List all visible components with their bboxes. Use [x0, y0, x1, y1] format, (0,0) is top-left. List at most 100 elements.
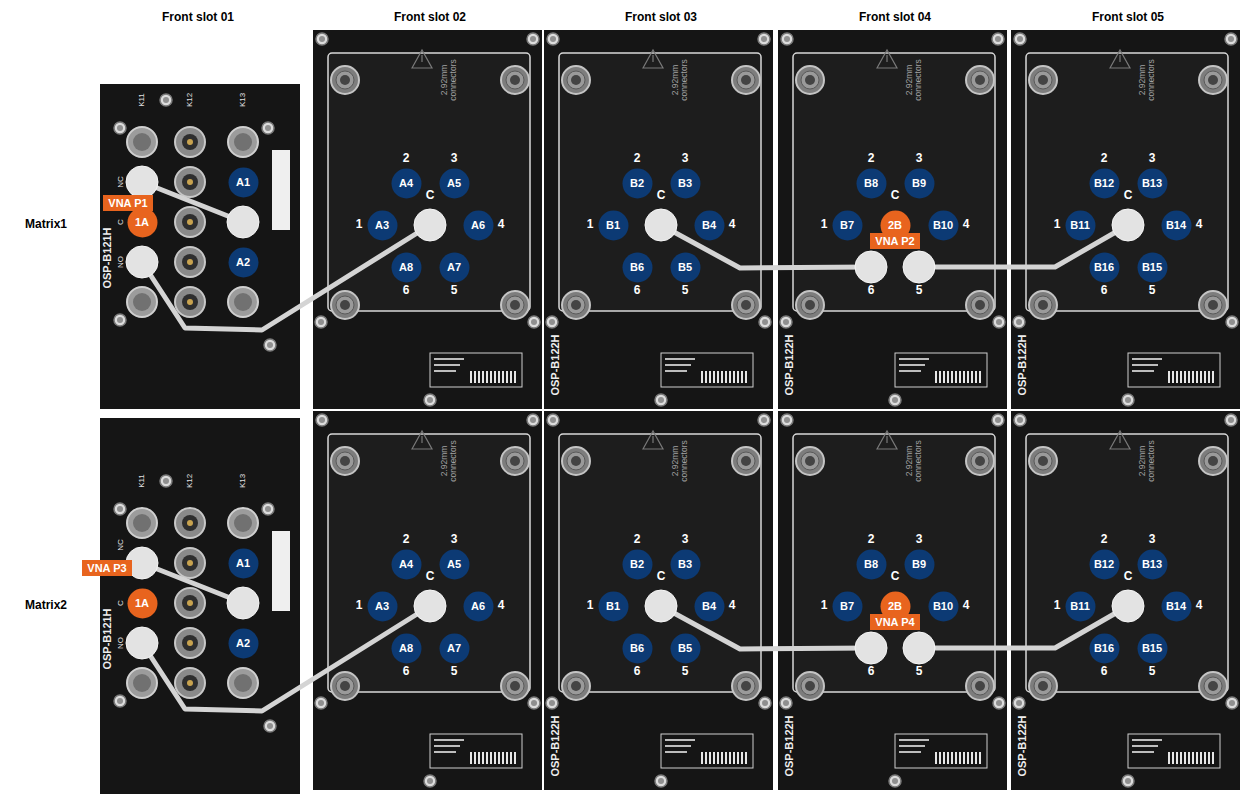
port-disc-fill [391, 168, 421, 198]
port-number: 5 [451, 665, 458, 678]
port-number: 3 [682, 533, 689, 546]
port-tag-text: VNA P1 [108, 197, 147, 210]
port-name: A8 [399, 642, 413, 655]
port-number: 6 [868, 284, 875, 297]
switch-port-circle: B6 [622, 633, 653, 664]
port-number: 6 [1101, 284, 1108, 297]
port-name: A1 [236, 557, 250, 570]
port-number: 1 [821, 218, 828, 231]
vna-port-tag: VNA P4 [870, 614, 920, 630]
port-number: 3 [451, 152, 458, 165]
port-disc-fill [622, 168, 652, 198]
column-heading: Front slot 04 [859, 11, 931, 24]
port-number: 4 [498, 599, 505, 612]
port-disc-fill [598, 210, 628, 240]
port-disc-fill [1065, 591, 1095, 621]
port-disc-fill [1161, 591, 1191, 621]
switch-port-circle: B16 [1089, 633, 1120, 664]
switch-port-circle: B11 [1065, 210, 1096, 241]
port-name: 1A [135, 216, 149, 229]
port-disc-fill [1089, 633, 1119, 663]
switch-port-circle: B6 [622, 252, 653, 283]
port-disc-fill [928, 591, 958, 621]
port-disc-fill [228, 628, 258, 658]
connector-designator: K11 [138, 474, 147, 488]
switch-port-circle: B8 [856, 549, 887, 580]
switch-port-circle: B2 [622, 549, 653, 580]
port-disc-fill [856, 549, 886, 579]
module-name: OSP-B122H [783, 715, 795, 776]
switch-port-circle: B4 [694, 210, 725, 241]
port-name: B4 [702, 219, 716, 232]
switch-port-circle: B10 [928, 591, 959, 622]
port-disc-fill [904, 549, 934, 579]
port-number: 5 [916, 284, 923, 297]
port-name: A5 [447, 558, 461, 571]
switch-port-circle: A7 [439, 252, 470, 283]
contact-name: NO [117, 637, 126, 649]
port-disc-fill [832, 210, 862, 240]
port-disc-fill [694, 210, 724, 240]
connector-designator: K13 [239, 474, 248, 488]
port-disc-fill [127, 588, 157, 618]
port-number: 4 [963, 599, 970, 612]
matrix-wiring [114, 94, 1144, 351]
port-number: 4 [729, 218, 736, 231]
switch-port-circle: B14 [1161, 210, 1192, 241]
port-disc-fill [1089, 252, 1119, 282]
switch-port-circle: B12 [1089, 168, 1120, 199]
port-number: 5 [916, 665, 923, 678]
port-name: B5 [678, 261, 692, 274]
port-number: 6 [634, 665, 641, 678]
contact-name: C [117, 219, 126, 225]
port-name: A4 [399, 177, 413, 190]
port-name: 2B [888, 219, 902, 232]
switch-port-circle: B5 [670, 633, 701, 664]
switch-port-circle: B15 [1137, 633, 1168, 664]
switch-port-circle: A7 [439, 633, 470, 664]
switch-port-circle: A8 [391, 252, 422, 283]
port-tag-text: VNA P3 [87, 562, 126, 575]
contact-name: C [117, 600, 126, 606]
port-name: B2 [630, 558, 644, 571]
port-number: 1 [1054, 218, 1061, 231]
port-number: 1 [1054, 599, 1061, 612]
module-name: OSP-B122H [549, 715, 561, 776]
vna-port-circle: 1A [127, 588, 158, 619]
warning-note: 2.92mm connectors [1138, 56, 1157, 104]
switch-port-circle: A1 [228, 548, 259, 579]
vna-port-tag: VNA P1 [103, 195, 153, 211]
port-name: A7 [447, 642, 461, 655]
port-name: B9 [912, 177, 926, 190]
port-disc-fill [622, 633, 652, 663]
port-name: B12 [1094, 558, 1114, 571]
port-number: 5 [1149, 284, 1156, 297]
port-name: B7 [840, 219, 854, 232]
port-number: C [657, 189, 666, 202]
port-disc-fill [928, 210, 958, 240]
switch-port-circle: B7 [832, 591, 863, 622]
switch-port-circle: B16 [1089, 252, 1120, 283]
port-number: 4 [1196, 218, 1203, 231]
port-tag-text: VNA P4 [875, 616, 914, 629]
port-disc-fill [670, 168, 700, 198]
port-number: 3 [1149, 533, 1156, 546]
port-disc-fill [598, 591, 628, 621]
port-name: A2 [236, 637, 250, 650]
port-number: C [426, 189, 435, 202]
port-name: B8 [864, 558, 878, 571]
port-number: 1 [587, 218, 594, 231]
port-name: B16 [1094, 261, 1114, 274]
port-number: 4 [963, 218, 970, 231]
port-number: 2 [403, 152, 410, 165]
port-disc-fill [439, 168, 469, 198]
port-name: A7 [447, 261, 461, 274]
port-disc-fill [439, 252, 469, 282]
port-disc-fill [622, 549, 652, 579]
port-number: 5 [682, 665, 689, 678]
vna-port-tag: VNA P3 [82, 560, 132, 576]
port-number: 6 [1101, 665, 1108, 678]
warning-note: 2.92mm connectors [905, 437, 924, 485]
port-name: B14 [1166, 219, 1186, 232]
